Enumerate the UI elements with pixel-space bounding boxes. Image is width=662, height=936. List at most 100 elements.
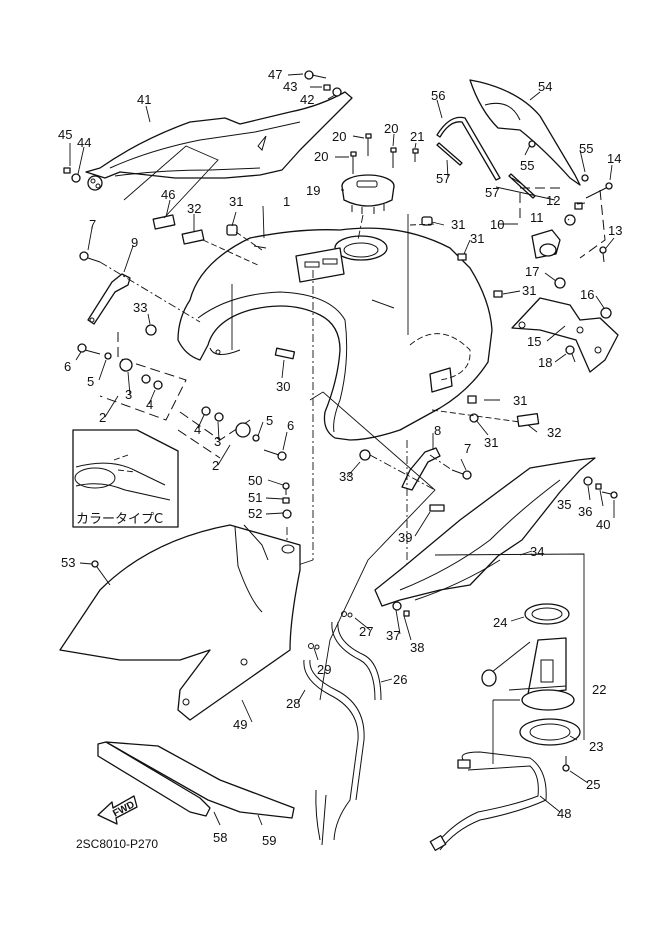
part-25-bolt [562,756,570,772]
callout-59: 59 [262,833,276,848]
part-20-bolts [350,133,397,174]
part-37-grommet [392,601,402,611]
callout-20: 20 [332,129,346,144]
callout-9: 9 [131,235,138,250]
part-45-collar [63,167,71,174]
part-16-grommet [600,307,612,319]
callout-47: 47 [268,67,282,82]
callout-20: 20 [384,121,398,136]
part-48-fuel-hose [429,751,547,851]
callout-49: 49 [233,717,247,732]
part-28-hose [303,659,365,846]
part-53-screw [91,560,111,586]
callout-31: 31 [451,217,465,232]
callout-53: 53 [61,555,75,570]
part-10-bracket-group [519,182,613,263]
callout-51: 51 [248,490,262,505]
callout-50: 50 [248,473,262,488]
part-27-clamp [341,611,353,618]
part-2-mount-group-b [177,406,251,459]
callout-32: 32 [187,201,201,216]
callout-25: 25 [586,777,600,792]
callout-55: 55 [579,141,593,156]
callout-52: 52 [248,506,262,521]
callout-15: 15 [527,334,541,349]
part-5-washer-a [104,352,112,360]
part-6-bolt-b [263,449,287,461]
part-42-grommet [332,87,342,97]
part-31-damper-d [493,290,503,298]
callout-4: 4 [146,397,153,412]
part-51-collar [282,497,290,504]
part-7-bolt-b [451,469,472,480]
callout-29: 29 [317,662,331,677]
callout-43: 43 [283,79,297,94]
callout-46: 46 [161,187,175,202]
callout-56: 56 [431,88,445,103]
callout-57: 57 [485,185,499,200]
part-33-grommet-a [145,324,157,336]
callout-31: 31 [229,194,243,209]
part-54-trim-cover [469,79,581,186]
callout-35: 35 [557,497,571,512]
part-22-fuel-pump [481,637,575,711]
callout-30: 30 [276,379,290,394]
part-29-clamp [308,643,320,650]
part-26-hose [331,621,382,701]
color-type-inset [72,429,179,528]
callout-21: 21 [410,129,424,144]
color-type-label: カラータイプC [76,512,163,527]
callout-13: 13 [608,223,622,238]
callout-24: 24 [493,615,507,630]
callout-22: 22 [592,682,606,697]
fwd-arrow-icon: FWD [97,795,138,825]
part-46-label [152,214,176,230]
part-38-collar [403,610,410,617]
part-40-screw [601,491,618,499]
callout-37: 37 [386,628,400,643]
callout-4: 4 [194,422,201,437]
part-21-screw [412,148,419,162]
callout-7: 7 [89,217,96,232]
part-6-bolt-a [77,343,101,355]
callout-36: 36 [578,504,592,519]
callout-32: 32 [547,425,561,440]
callout-5: 5 [266,413,273,428]
callout-14: 14 [607,151,621,166]
part-49-lower-cover [59,524,301,721]
callout-10: 10 [490,217,504,232]
part-18-bolt [565,345,576,363]
callout-16: 16 [580,287,594,302]
part-41-side-cover [85,91,353,191]
callout-23: 23 [589,739,603,754]
callout-31: 31 [470,231,484,246]
part-19-fuel-cap [341,174,395,214]
part-5-washer-b [252,434,260,442]
callout-12: 12 [546,193,560,208]
part-56-strip [436,116,501,181]
part-17-grommet [554,277,566,289]
callout-33: 33 [133,300,147,315]
callout-1: 1 [283,194,290,209]
callout-42: 42 [300,92,314,107]
part-30-pad [274,347,296,360]
part-59-pad [105,741,295,819]
callout-48: 48 [557,806,571,821]
callout-28: 28 [286,696,300,711]
callout-2: 2 [212,458,219,473]
part-35-grommet [583,476,593,486]
callout-44: 44 [77,135,91,150]
callout-31: 31 [484,435,498,450]
part-43-collar [323,84,331,91]
diagram-code: 2SC8010-P270 [76,837,158,851]
callout-2: 2 [99,410,106,425]
part-32-pad-b [516,413,540,427]
callout-11: 11 [530,210,544,225]
callout-27: 27 [359,624,373,639]
part-24-gasket [524,603,570,625]
part-8-bracket [401,447,441,491]
fwd-label: FWD [111,799,136,819]
callout-17: 17 [525,264,539,279]
callout-3: 3 [214,434,221,449]
